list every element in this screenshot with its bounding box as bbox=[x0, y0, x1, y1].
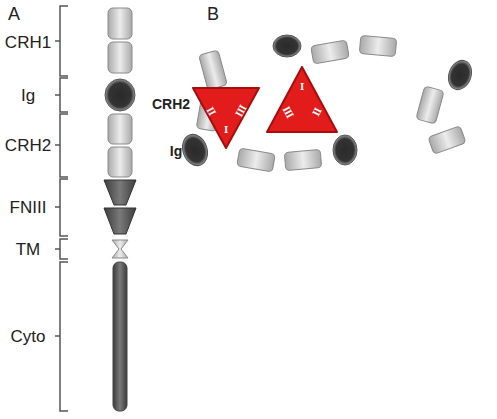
ig-domain bbox=[273, 35, 301, 57]
cytoplasmic-domain bbox=[113, 262, 127, 411]
domain-label: TM bbox=[16, 241, 41, 258]
crh-domain bbox=[428, 126, 466, 155]
site-numeral: I bbox=[224, 124, 228, 135]
crh-domain bbox=[416, 86, 444, 124]
receptor-triangle: IIIIII bbox=[190, 84, 262, 152]
ig-domain bbox=[105, 79, 135, 111]
domain-label: Cyto bbox=[11, 328, 46, 345]
crh-domain bbox=[108, 114, 132, 144]
crh-domain bbox=[311, 40, 350, 64]
domain-label: CRH1 bbox=[5, 34, 51, 51]
crh-domain bbox=[237, 148, 276, 172]
triangle-outline bbox=[190, 84, 262, 152]
domain-label: CRH2 bbox=[152, 97, 190, 111]
ig-domain bbox=[333, 135, 357, 165]
panel-letter: B bbox=[207, 5, 219, 23]
bracket bbox=[55, 262, 68, 411]
crh-domain bbox=[359, 35, 396, 56]
ig-domain bbox=[178, 131, 211, 169]
receptor-triangle: IIIIII bbox=[264, 64, 340, 136]
bracket bbox=[55, 6, 68, 76]
bracket bbox=[55, 179, 68, 236]
bracket bbox=[55, 114, 68, 177]
crh-domain bbox=[108, 147, 132, 177]
domain-label: FNIII bbox=[10, 199, 47, 216]
bracket bbox=[55, 239, 68, 259]
triangle-shape bbox=[193, 88, 259, 148]
crh-domain bbox=[199, 50, 228, 90]
domain-label: CRH2 bbox=[5, 137, 51, 154]
crh-domain bbox=[108, 42, 132, 73]
triangle-shape bbox=[267, 67, 337, 132]
fniii-domain bbox=[104, 180, 136, 205]
bracket bbox=[55, 78, 68, 112]
transmembrane bbox=[112, 240, 128, 258]
crh-domain bbox=[284, 149, 321, 170]
ig-domain bbox=[445, 57, 476, 93]
domain-label: Ig bbox=[170, 144, 182, 158]
fniii-domain bbox=[104, 208, 136, 234]
site-numeral: I bbox=[300, 81, 304, 92]
triangle-outline bbox=[264, 64, 340, 136]
crh-domain bbox=[108, 8, 132, 39]
domain-label: Ig bbox=[21, 87, 35, 104]
panel-letter: A bbox=[8, 5, 20, 23]
